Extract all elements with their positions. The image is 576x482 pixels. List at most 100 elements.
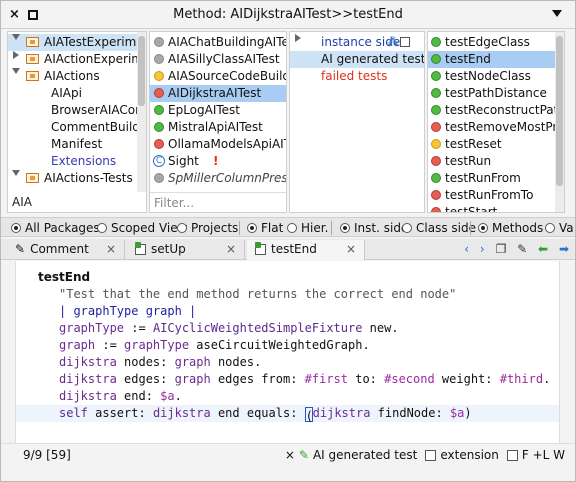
package-icon	[26, 37, 39, 47]
scroll-thumb[interactable]	[138, 36, 145, 106]
package-item[interactable]: AIActions	[8, 68, 146, 85]
arrow-right-icon[interactable]: ➡	[558, 242, 569, 256]
method-item[interactable]: testEnd	[428, 51, 564, 68]
class-item[interactable]: AIASourceCodeBuilde	[150, 68, 286, 85]
vars-radio[interactable]: Va	[545, 220, 574, 236]
packages-pane[interactable]: AIATestExperiments AIActionExperiment AI…	[7, 31, 147, 213]
class-item[interactable]: AIAChatBuildingAITes	[150, 34, 286, 51]
forward-icon[interactable]: ›	[479, 242, 485, 256]
edit-icon[interactable]: ✎	[517, 242, 528, 256]
methods-scrollbar[interactable]	[555, 32, 564, 212]
package-item[interactable]: AIActions-Tests	[8, 170, 146, 187]
method-item[interactable]: testNodeClass	[428, 68, 564, 85]
window-menu-icon[interactable]	[552, 10, 562, 17]
tab-setup[interactable]: setUp ×	[127, 240, 245, 260]
protocol-item-ai-generated-test[interactable]: AI generated test	[290, 51, 424, 68]
radio-icon	[402, 223, 412, 233]
checkbox-icon[interactable]	[400, 37, 410, 47]
package-tag-item[interactable]: BrowserAIAComm	[8, 102, 146, 119]
editor-flags[interactable]: F +L W	[521, 448, 565, 462]
package-tag-item[interactable]: AIApi	[8, 85, 146, 102]
class-item[interactable]: OllamaModelsApiAITe	[150, 136, 286, 153]
test-status-icon	[431, 122, 441, 132]
code-editor[interactable]: testEnd "Test that the end method return…	[15, 261, 560, 443]
flat-radio[interactable]: Flat	[247, 220, 283, 236]
class-item[interactable]: C Sight !	[150, 153, 286, 170]
format-checkbox[interactable]	[506, 450, 518, 461]
hier-radio[interactable]: Hier.	[287, 220, 328, 236]
method-item[interactable]: testRemoveMostPromis	[428, 119, 564, 136]
expand-icon[interactable]	[13, 51, 19, 59]
test-status-icon	[431, 71, 441, 81]
method-item[interactable]: testRun	[428, 153, 564, 170]
close-tab-icon[interactable]: ×	[345, 242, 356, 256]
expand-icon[interactable]	[295, 34, 301, 42]
class-label: SpMillerColumnPrese	[168, 171, 287, 185]
close-tab-icon[interactable]: ×	[105, 242, 116, 256]
arrow-left-icon[interactable]: ⬅	[538, 242, 549, 256]
back-icon[interactable]: ‹	[464, 242, 470, 256]
collapse-icon[interactable]	[12, 34, 20, 40]
method-item[interactable]: testEdgeClass	[428, 34, 564, 51]
package-item[interactable]: AIATestExperiments	[8, 34, 146, 51]
class-item[interactable]: EpLogAITest	[150, 102, 286, 119]
method-item[interactable]: testRunFrom	[428, 170, 564, 187]
classes-filter-input[interactable]: Filter...	[150, 192, 286, 212]
method-item[interactable]: testReset	[428, 136, 564, 153]
class-item[interactable]: MistralApiAITest	[150, 119, 286, 136]
warning-icon: !	[213, 154, 219, 168]
inst-side-radio[interactable]: Inst. side	[340, 220, 408, 236]
divider	[331, 221, 332, 235]
clear-protocol-icon[interactable]: ×	[284, 448, 295, 462]
code-line-3: graphType := AICyclicWeightedSimpleFixtu…	[59, 321, 399, 335]
test-status-icon	[154, 105, 164, 115]
class-item[interactable]: AIASillyClassAITest	[150, 51, 286, 68]
methods-radio[interactable]: Methods	[478, 220, 543, 236]
code-line-7: dijkstra end: $a.	[59, 389, 182, 403]
protocols-pane[interactable]: instance side ⁂ AI generated test failed…	[289, 31, 425, 213]
class-label: OllamaModelsApiAITe	[168, 137, 287, 151]
close-tab-icon[interactable]: ×	[225, 242, 236, 256]
copy-icon[interactable]: ❐	[495, 242, 507, 256]
protocol-item-failed-tests[interactable]: failed tests	[290, 68, 424, 85]
methods-pane[interactable]: testEdgeClass testEnd testNodeClass test…	[427, 31, 565, 213]
projects-radio[interactable]: Projects	[177, 220, 238, 236]
extension-checkbox[interactable]	[425, 450, 437, 461]
packages-scrollbar[interactable]	[137, 32, 146, 192]
protocol-selector[interactable]: AI generated test	[312, 448, 418, 462]
all-packages-radio[interactable]: All Packages	[11, 220, 100, 236]
test-status-icon	[154, 139, 164, 149]
minimize-window-icon[interactable]	[28, 10, 38, 20]
test-status-icon	[154, 88, 164, 98]
method-label: testRun	[445, 154, 492, 168]
class-side-radio[interactable]: Class side	[402, 220, 476, 236]
packages-filter-input[interactable]: AIA	[8, 192, 146, 212]
scroll-thumb[interactable]	[556, 36, 563, 186]
option-label: Scoped View	[111, 221, 188, 235]
package-tag-item[interactable]: Extensions	[8, 153, 146, 170]
method-comment: "Test that the end method returns the co…	[59, 287, 457, 301]
protocol-item-instance-side[interactable]: instance side ⁂	[290, 34, 424, 51]
class-item[interactable]: SpMillerColumnPrese	[150, 170, 286, 187]
package-tag-item[interactable]: Manifest	[8, 136, 146, 153]
collapse-icon[interactable]	[12, 68, 20, 74]
scoped-view-radio[interactable]: Scoped View	[97, 220, 187, 236]
close-window-icon[interactable]: ×	[9, 7, 20, 22]
method-item[interactable]: testReconstructPath	[428, 102, 564, 119]
collapse-icon[interactable]	[12, 170, 20, 176]
method-item[interactable]: testStart	[428, 204, 564, 212]
method-item[interactable]: testRunFromTo	[428, 187, 564, 204]
method-item[interactable]: testPathDistance	[428, 85, 564, 102]
package-tag-label: Manifest	[51, 137, 103, 151]
extension-label: extension	[440, 448, 499, 462]
test-status-icon	[431, 54, 441, 64]
package-item[interactable]: AIActionExperiment	[8, 51, 146, 68]
tab-testend[interactable]: testEnd ×	[247, 240, 365, 260]
class-item[interactable]: AIDijkstraAITest	[150, 85, 286, 102]
classes-pane[interactable]: AIAChatBuildingAITes AIASillyClassAITest…	[149, 31, 287, 213]
tab-comment[interactable]: ✎Comment ×	[7, 240, 125, 260]
package-tag-item[interactable]: CommentBuilder	[8, 119, 146, 136]
protocol-label: instance side	[321, 35, 401, 49]
